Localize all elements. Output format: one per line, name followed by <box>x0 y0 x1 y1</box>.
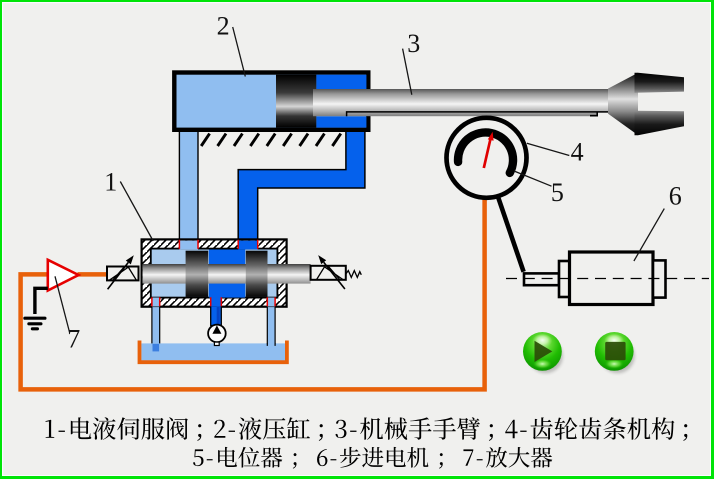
svg-text:2: 2 <box>217 11 230 40</box>
svg-text:7: 7 <box>67 324 80 353</box>
svg-text:3: 3 <box>407 29 420 58</box>
svg-text:6: 6 <box>669 181 682 210</box>
svg-text:1: 1 <box>104 167 117 196</box>
svg-text:5: 5 <box>551 178 564 207</box>
svg-text:4: 4 <box>571 138 584 167</box>
